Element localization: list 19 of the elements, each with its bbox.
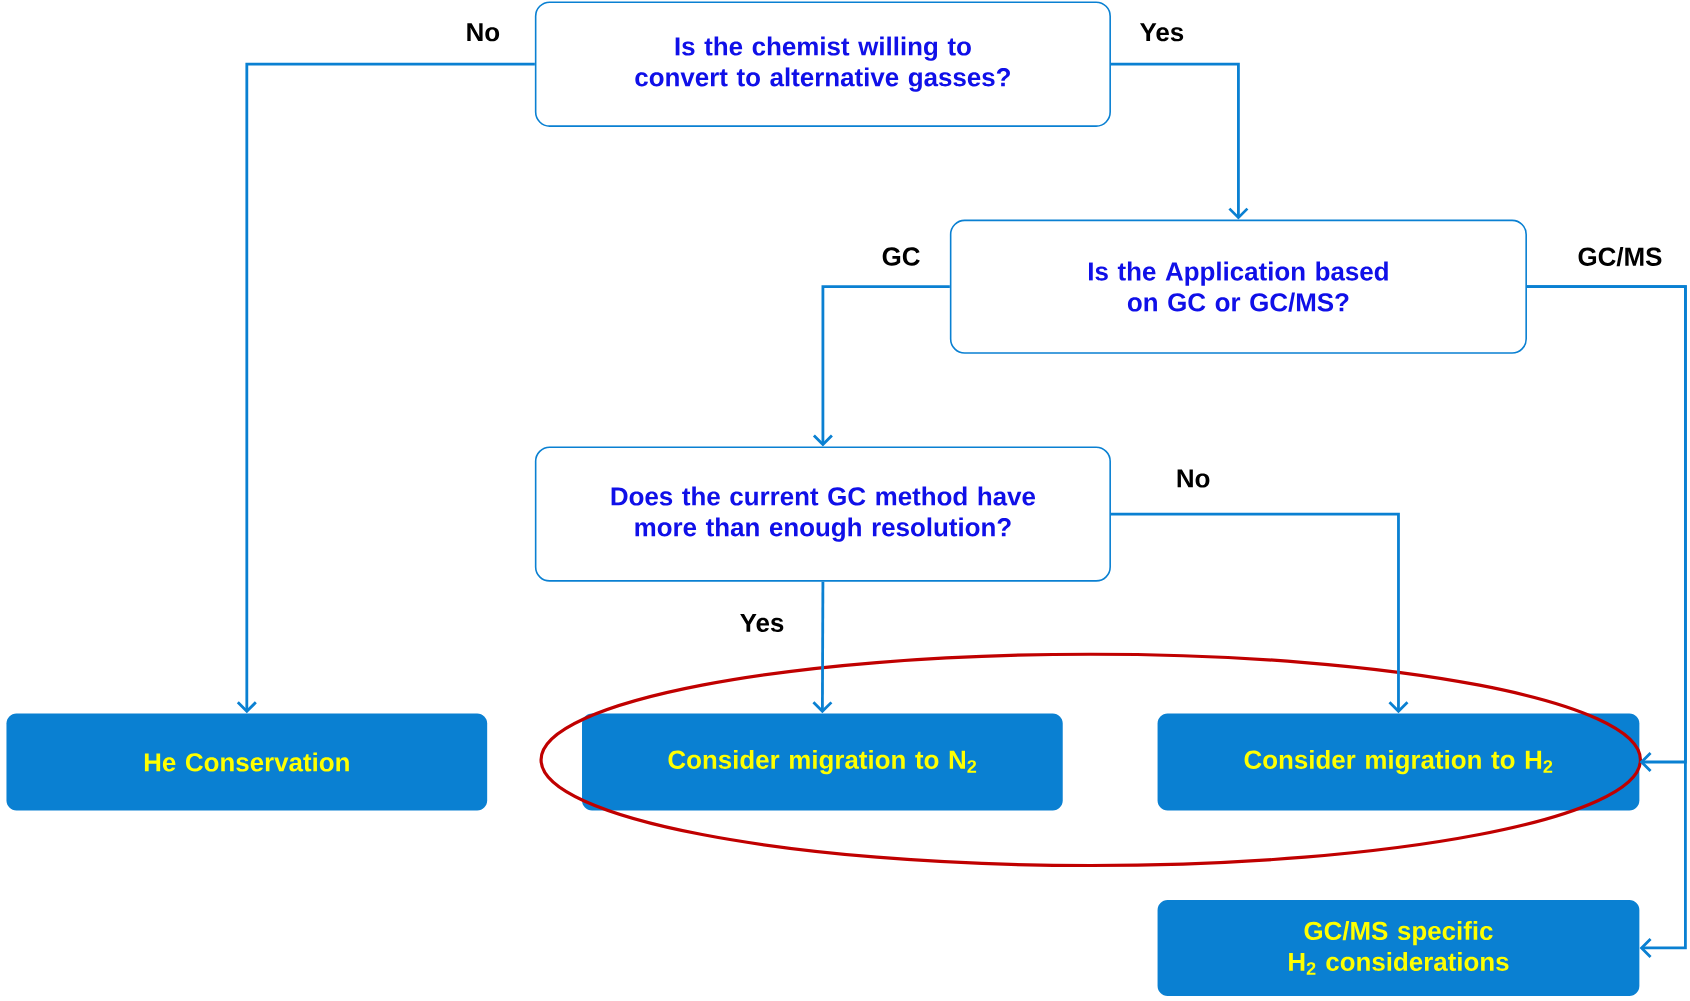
edge-label: GC/MS <box>1576 245 1664 268</box>
question-box: Does the current GC method have more than enough resolution? <box>534 446 1111 582</box>
edge-label: Yes <box>1138 22 1186 43</box>
outcome-box: Consider migration to N$_{2}$ <box>582 713 1063 811</box>
outcome-box: Consider migration to H$_{2}$ <box>1157 713 1640 811</box>
question-box: Is the Application based on GC or GC/MS? <box>949 219 1527 354</box>
edge-label: No <box>1174 468 1212 489</box>
outcome-box: GC/MS specific H$_{2}$ considerations <box>1157 899 1640 996</box>
arrow <box>812 581 833 714</box>
edge-label: No <box>464 22 502 43</box>
question-box: Is the chemist willing to convert to alternative gasses? <box>534 1 1111 127</box>
arrow <box>236 62 535 714</box>
arrow <box>812 285 950 447</box>
arrow <box>1526 285 1687 958</box>
outcome-box: He Conservation <box>6 713 488 811</box>
arrow <box>1110 62 1249 220</box>
arrow <box>1110 512 1409 714</box>
edge-label: Yes <box>738 612 786 633</box>
edge-label: GC <box>880 246 922 267</box>
